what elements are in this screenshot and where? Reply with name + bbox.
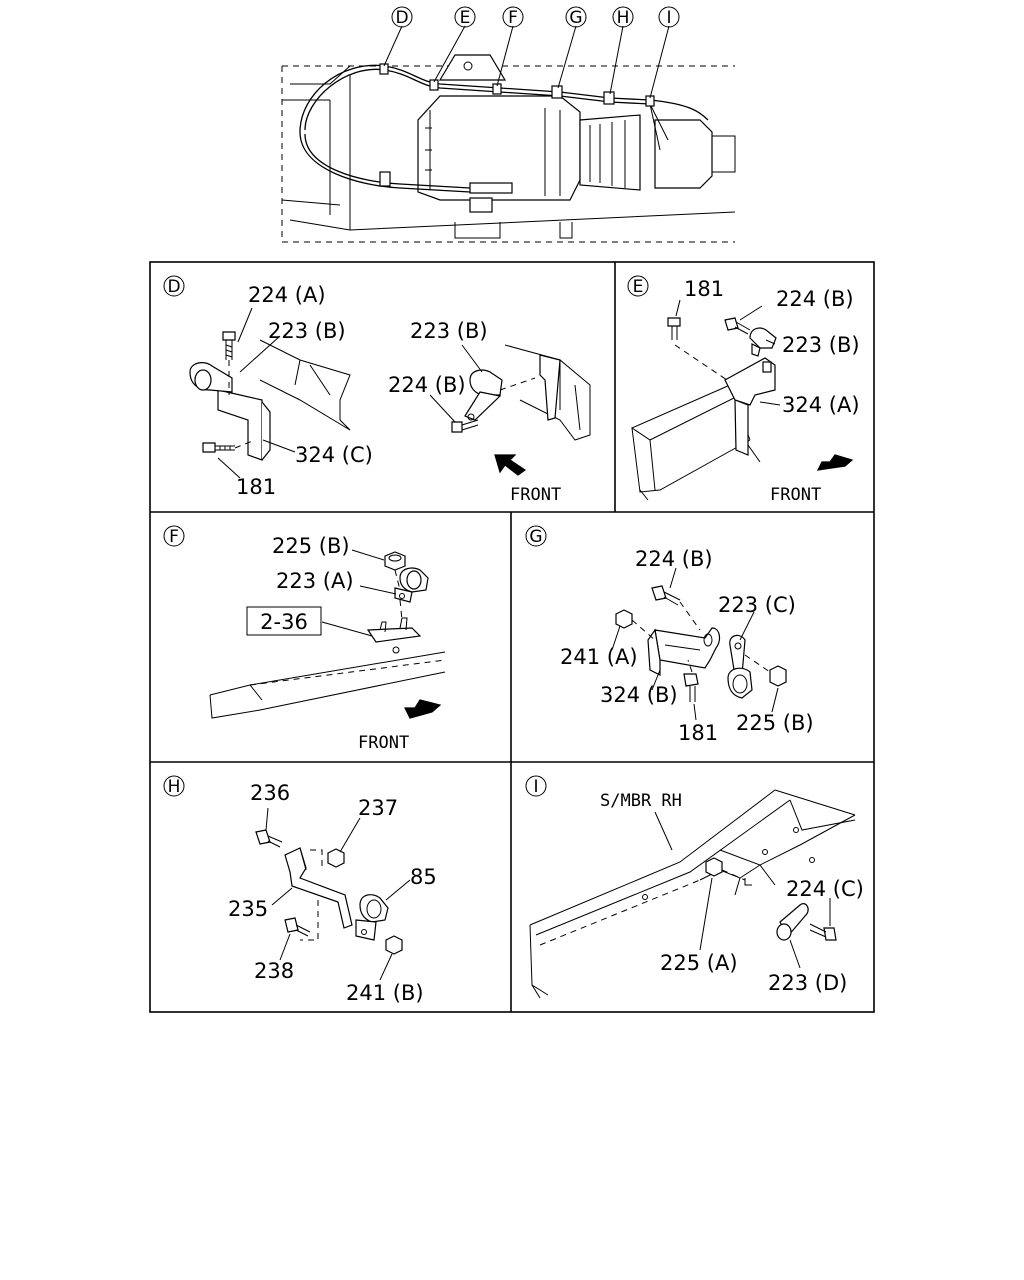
panel-g: G 224 (B) 223 (C) 241 (A) 324 (B) <box>525 525 814 745</box>
panel-g-letter: G <box>529 527 542 547</box>
panel-d-letter: D <box>167 277 180 297</box>
overview-drawing <box>281 25 736 243</box>
label-e-324a: 324 (A) <box>782 393 860 417</box>
panel-f-letter: F <box>169 527 179 547</box>
label-d-224b: 224 (B) <box>388 373 466 397</box>
panel-h-letter: H <box>168 777 181 797</box>
label-h-235: 235 <box>228 897 268 921</box>
panel-e: E 181 224 (B) 223 (B) 324 (A) FRONT <box>627 275 860 505</box>
label-f-223a: 223 (A) <box>276 569 354 593</box>
callout-i: I <box>666 8 671 28</box>
label-e-224b: 224 (B) <box>776 287 854 311</box>
panel-i-member-label: S/MBR RH <box>600 791 682 811</box>
label-g-241a: 241 (A) <box>560 645 638 669</box>
panel-f-ref-box: 2-36 <box>260 610 308 634</box>
panel-e-front: FRONT <box>770 485 821 505</box>
label-d-181: 181 <box>236 475 276 499</box>
label-g-225b: 225 (B) <box>736 711 814 735</box>
label-e-223b: 223 (B) <box>782 333 860 357</box>
label-d-224a: 224 (A) <box>248 283 326 307</box>
label-i-225a: 225 (A) <box>660 951 738 975</box>
panel-d: D 224 (A) 223 (B) 324 (C) 181 223 <box>163 275 591 505</box>
panel-f-front: FRONT <box>358 733 409 753</box>
panel-i-letter: I <box>533 777 538 797</box>
label-d-324c: 324 (C) <box>295 443 373 467</box>
label-g-324b: 324 (B) <box>600 683 678 707</box>
label-f-225b: 225 (B) <box>272 534 350 558</box>
label-d-223b-left: 223 (B) <box>268 319 346 343</box>
callout-d: D <box>395 8 408 28</box>
panel-i: I S/MBR RH 224 (C) 225 (A) 223 (D) <box>525 775 864 999</box>
label-d-223b-right: 223 (B) <box>410 319 488 343</box>
label-g-224b: 224 (B) <box>635 547 713 571</box>
callout-e: E <box>460 8 471 28</box>
label-h-85: 85 <box>410 865 437 889</box>
label-h-238: 238 <box>254 959 294 983</box>
label-h-241b: 241 (B) <box>346 981 424 1005</box>
panel-d-front: FRONT <box>510 485 561 505</box>
panel-frames <box>149 261 875 1013</box>
label-h-236: 236 <box>250 781 290 805</box>
label-i-224c: 224 (C) <box>786 877 864 901</box>
panel-h: H 236 237 85 235 238 241 (B) <box>163 775 437 1005</box>
callout-h: H <box>617 8 630 28</box>
label-i-223d: 223 (D) <box>768 971 847 995</box>
label-g-223c: 223 (C) <box>718 593 796 617</box>
label-e-181: 181 <box>684 277 724 301</box>
overview-callouts: D E F G H I <box>391 6 680 28</box>
panel-f: F 2-36 225 (B) 223 (A) FRONT <box>163 525 446 753</box>
label-g-181: 181 <box>678 721 718 745</box>
label-h-237: 237 <box>358 796 398 820</box>
panel-e-letter: E <box>633 277 644 297</box>
callout-g: G <box>569 8 582 28</box>
callout-f: F <box>508 8 518 28</box>
